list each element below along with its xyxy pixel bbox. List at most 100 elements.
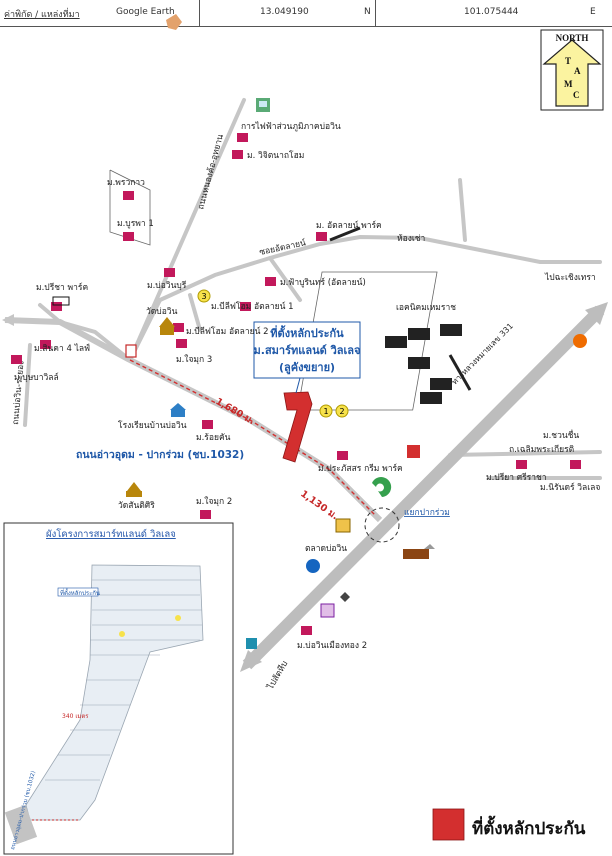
pracha-label: ม.ประภัสสร กรีม พาร์ค [318,463,403,474]
inset-marker-label: ที่ตั้งหลักประกัน [60,587,100,597]
burapha-label: ม.บูรพา 1 [117,219,154,229]
bowin-branch-road [188,293,202,332]
wat-sansiri-icon [127,482,141,491]
jaimuk3-label: ม.ใจมุก 3 [176,354,212,365]
market-icon [407,445,420,458]
pracha-logo-icon [372,477,392,497]
house-icon [200,510,211,519]
distance-route [129,359,376,516]
house-icon [516,460,527,469]
highway-arrow-sw [240,650,262,672]
factory-icon [420,392,442,404]
house-icon [237,133,248,142]
inset-plan-area [25,564,204,821]
main-label-box [253,321,361,379]
main-label-line2: ม.สมาร์ทแลนด์ วิลเลจ [254,344,361,357]
compass-letter-c: C [573,90,580,100]
marker-1-label: 1 [323,407,328,416]
temple-icon [159,317,175,327]
north-arrow-icon [542,39,602,107]
house-icon [240,302,251,311]
house-icon [316,232,327,241]
house-icon [570,460,581,469]
house-icon [265,277,276,286]
marker-3 [197,289,211,303]
temple-base-icon [160,327,174,335]
house-icon [40,340,51,349]
source-cell: ค่าพิกัด / แหล่งที่มา Google Earth [0,0,200,26]
convenience-store-icon [320,603,335,618]
bowin-villa-label: ม.บุษบาวิลล์ [14,372,59,383]
main-road-label: ถนนอ่าวอุดม - ปากร่วม (ชบ.1032) [76,449,244,462]
project-plan-inset: ผังโครงการสมาร์ทแลนด์ วิลเลจ ที่ตั้งหลัก… [3,522,234,855]
marker-3-label: 3 [201,292,206,301]
factory-icon [408,328,430,340]
house-icon [337,451,348,460]
inset-distance-label: 340 เมตร [62,713,89,720]
house-icon [176,339,187,348]
vichanawin-label: ม. วิจิตนาถโฮม [247,150,304,161]
compass-letter-a: A [574,66,581,76]
latitude-unit: N [364,7,371,17]
intersection-circle [364,507,400,543]
nongkho-label: ห้องเช่า [397,233,425,244]
pea-label: การไฟฟ้าส่วนภูมิภาคบ่อวิน [241,121,341,132]
inset-title: ผังโครงการสมาร์ทแลนด์ วิลเลจ [46,528,176,540]
house-icon [51,302,62,311]
mall-icon [340,592,350,602]
gas-station-icon [573,334,587,348]
pea-window-icon [259,101,267,107]
wat-sansiri-base-icon [126,491,142,497]
chalermprakiat-label: ถ.เฉลิมพระเกียรติ [509,444,574,455]
main-label-title: ที่ตั้งหลักประกัน [270,325,344,340]
inset-marker-box [57,587,99,597]
house-icon [164,268,175,277]
shop-icon [125,344,137,358]
wat-sansiri-label: วัดสันติศิริ [118,501,155,511]
latitude-value: 13.049190 [260,7,309,17]
preeya-label: ม.ปรียา ศรีราชา [486,472,547,483]
nirun-label: ม.นิรันดร์ วิลเลจ [540,482,600,493]
inset-dot-2 [119,631,125,637]
bingo-home1-label: ม.บีลีฟโฮม อัตลายน์ 1 [211,301,294,312]
longitude-value: 101.075444 [464,7,519,17]
collateral-location-shape [282,391,313,463]
source-type-label: ค่าพิกัด / แหล่งที่มา [4,10,80,20]
soi-atlan-road [158,234,602,302]
phafa-road [268,256,302,302]
house-icon [173,323,184,332]
soi-black-segment [329,226,361,242]
bowinburi-label: ม.บ่อวินบุรี [147,280,187,291]
jaimuk2-label: ม.ใจมุก 2 [196,496,232,507]
house-icon [123,191,134,200]
marker-2-label: 2 [339,407,344,416]
phrawao-boundary [109,169,151,246]
legend-swatch [432,808,465,841]
longitude-cell: 101.075444 E [376,0,612,26]
longitude-unit: E [590,7,596,17]
atlan-park-label: ม. อัตลายน์ พาร์ค [316,220,382,231]
north-label: NORTH [556,33,589,43]
main-road-arrow-w [2,314,14,326]
highway-331 [242,305,605,670]
legend-label: ที่ตั้งหลักประกัน [472,815,586,839]
factory-icon [440,324,462,336]
inset-road-segment [4,804,38,845]
house-icon [232,150,243,159]
compass-letter-m: M [564,79,573,89]
nongkho-road [128,98,246,362]
bingo-home2-label: ม.บีลีฟโฮม อัตลายน์ 2 [186,326,269,337]
house-icon [11,355,22,364]
sinkha-label: ม.สินคา 4 ไลฟ์ [34,343,90,354]
chuanchuen-road [448,450,602,457]
parisa-label: ม.ปรีชา พาร์ค [36,282,88,293]
distance-1-label: 1,680 ม. [214,396,257,427]
legend: ที่ตั้งหลักประกัน [432,808,586,841]
house-icon [123,232,134,241]
main-label-pointer [295,377,301,394]
main-label-line3: (ลูคังขยาย) [279,361,335,375]
source-value: Google Earth [116,7,175,17]
service-icon [246,638,257,649]
distance-2-label: 1,130 ม. [298,488,340,522]
